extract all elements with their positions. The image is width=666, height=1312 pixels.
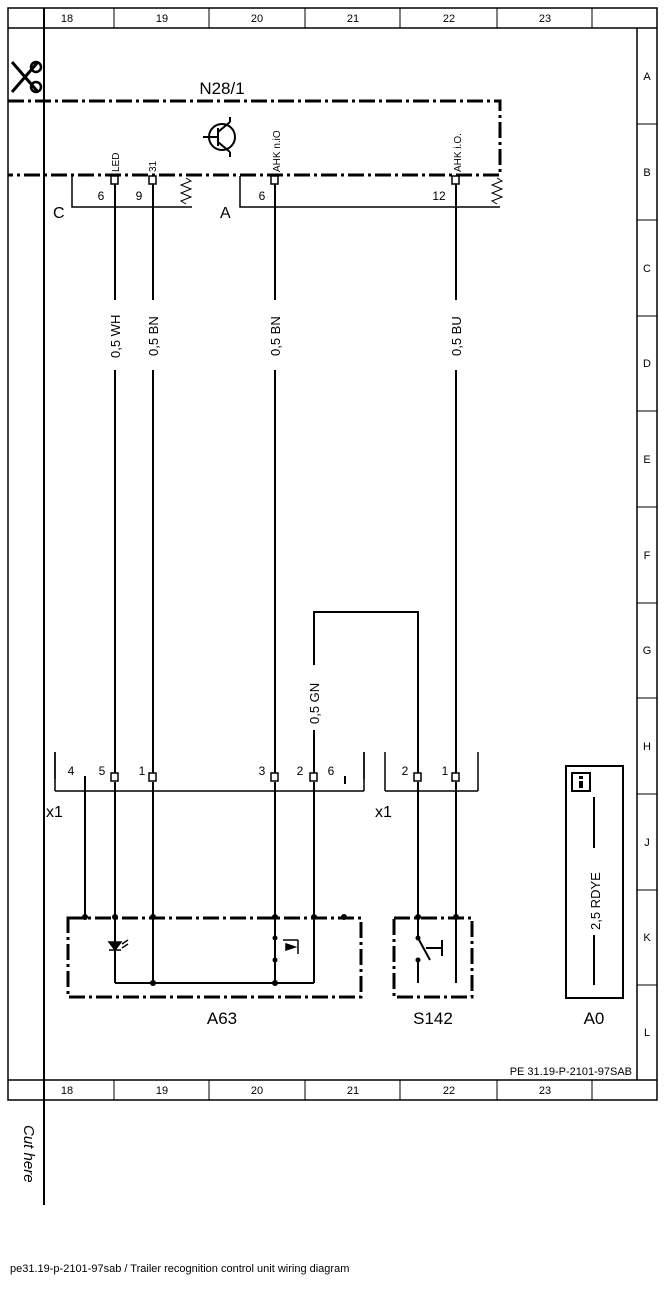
pin-label-31: 31 (148, 160, 159, 172)
connector-c-label: C (53, 205, 65, 222)
info-icon (571, 772, 591, 792)
x1l-pin-2: 2 (297, 764, 304, 778)
a63-switch-icon (283, 939, 299, 954)
row-label-b: B (643, 167, 650, 179)
wire-label-wh: 0,5 WH (108, 315, 123, 358)
col-label-22: 22 (443, 13, 455, 25)
row-label-k: K (643, 932, 651, 944)
n28-pin-terminals (110, 175, 460, 185)
x1l-pin-1: 1 (139, 764, 146, 778)
x1l-pin-4: 4 (68, 764, 75, 778)
column-labels-top: 18 19 20 21 22 23 (61, 13, 551, 25)
frame (7, 7, 658, 1205)
n28-1-label: N28/1 (199, 79, 244, 98)
column-ticks-bottom (113, 1080, 593, 1100)
x1l-pin-6: 6 (328, 764, 335, 778)
row-ticks (637, 123, 657, 986)
col-label-21-bottom: 21 (347, 1085, 359, 1097)
transistor-icon (203, 117, 236, 157)
pin-a12: 12 (432, 189, 446, 203)
wires (84, 184, 457, 917)
document-code: PE 31.19-P-2101-97SAB (510, 1066, 632, 1078)
cut-here-label: Cut here (20, 1125, 37, 1183)
caption: pe31.19-p-2101-97sab / Trailer recogniti… (10, 1263, 349, 1275)
row-labels: A B C D E F G H J K L (643, 71, 652, 1039)
col-label-23: 23 (539, 13, 551, 25)
a0-label: A0 (584, 1009, 605, 1028)
x1-right-connector: x1 2 1 (375, 752, 479, 821)
row-label-a: A (643, 71, 651, 83)
wire-label-gn: 0,5 GN (307, 683, 322, 724)
col-label-22-bottom: 22 (443, 1085, 455, 1097)
connector-a-bracket: A 6 12 (220, 176, 504, 222)
col-label-19-bottom: 19 (156, 1085, 168, 1097)
column-ticks-top (113, 8, 593, 28)
col-label-20-bottom: 20 (251, 1085, 263, 1097)
x1-left-label: x1 (46, 804, 63, 821)
connector-a-label: A (220, 205, 231, 222)
col-label-18: 18 (61, 13, 73, 25)
row-label-l: L (644, 1027, 650, 1039)
row-label-d: D (643, 358, 651, 370)
pin-a6: 6 (259, 189, 266, 203)
a0-wire-label: 2,5 RDYE (588, 872, 603, 930)
wire-label-bn-1: 0,5 BN (146, 316, 161, 356)
row-label-e: E (643, 454, 650, 466)
row-label-g: G (643, 645, 652, 657)
x1-right-label: x1 (375, 804, 392, 821)
x1l-pin-3: 3 (259, 764, 266, 778)
col-label-20: 20 (251, 13, 263, 25)
col-label-21: 21 (347, 13, 359, 25)
row-label-h: H (643, 741, 651, 753)
x1-left-connector: x1 4 5 1 3 2 6 (46, 752, 365, 821)
pin-c9: 9 (136, 189, 143, 203)
wire-label-bn-2: 0,5 BN (268, 316, 283, 356)
wire-label-bu: 0,5 BU (449, 316, 464, 356)
led-icon (107, 939, 129, 952)
scissors-icon (10, 60, 43, 94)
pin-c6: 6 (98, 189, 105, 203)
col-label-19: 19 (156, 13, 168, 25)
column-labels-bottom: 18 19 20 21 22 23 (61, 1085, 551, 1097)
x1r-pin-2: 2 (402, 764, 409, 778)
pin-label-led: LED (111, 153, 122, 172)
n28-1-control-unit: N28/1 LED 31 AHK n.iO AHK i.O. (8, 79, 502, 177)
a63-module: A63 (66, 914, 363, 1028)
s142-label: S142 (413, 1009, 453, 1028)
s142-switch: S142 (392, 914, 474, 1028)
row-label-j: J (644, 837, 650, 849)
a63-label: A63 (207, 1009, 237, 1028)
pin-label-ahk-io: AHK i.O. (453, 133, 464, 172)
pin-label-ahk-nio: AHK n.iO (272, 130, 283, 172)
a0-box: 2,5 RDYE A0 (565, 765, 624, 1028)
connector-c-bracket: C 6 9 (53, 176, 193, 222)
x1r-pin-1: 1 (442, 764, 449, 778)
wire-labels: 0,5 WH 0,5 BN 0,5 BN 0,5 BU 0,5 GN (108, 315, 464, 724)
row-label-f: F (644, 550, 651, 562)
col-label-23-bottom: 23 (539, 1085, 551, 1097)
col-label-18-bottom: 18 (61, 1085, 73, 1097)
row-label-c: C (643, 263, 651, 275)
x1l-pin-5: 5 (99, 764, 106, 778)
